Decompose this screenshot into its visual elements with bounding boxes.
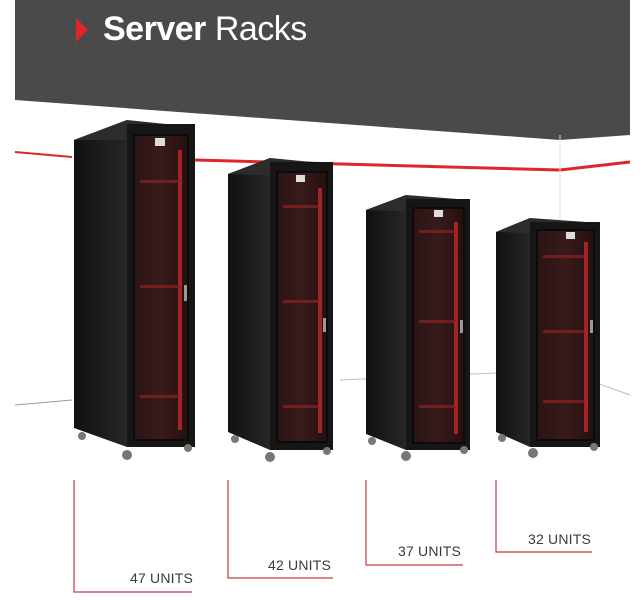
ceiling-edge <box>15 100 630 140</box>
rack-42u <box>228 158 333 462</box>
guide-32u <box>495 480 592 553</box>
title-light: Racks <box>214 10 307 48</box>
rack-label-32: 32 UNITS <box>528 531 592 547</box>
rack-32u <box>496 218 600 458</box>
rack-label-37: 37 UNITS <box>398 543 462 559</box>
red-stripe-back <box>194 158 561 172</box>
floor-line-left <box>14 399 73 406</box>
red-stripe-left <box>14 151 73 158</box>
rack-label-42: 42 UNITS <box>268 557 332 573</box>
unit-guides <box>73 480 592 593</box>
title-bold: Server <box>103 10 206 48</box>
page-title: Server Racks <box>103 10 307 49</box>
header-banner: Server Racks <box>15 0 630 100</box>
red-stripe-right <box>559 160 631 172</box>
play-arrow-icon <box>76 18 88 42</box>
guide-42u <box>227 480 333 579</box>
guide-47u <box>73 480 192 593</box>
guide-37u <box>365 480 463 566</box>
rack-47u <box>74 120 195 460</box>
rack-label-47: 47 UNITS <box>130 570 194 586</box>
rack-37u <box>366 195 470 461</box>
